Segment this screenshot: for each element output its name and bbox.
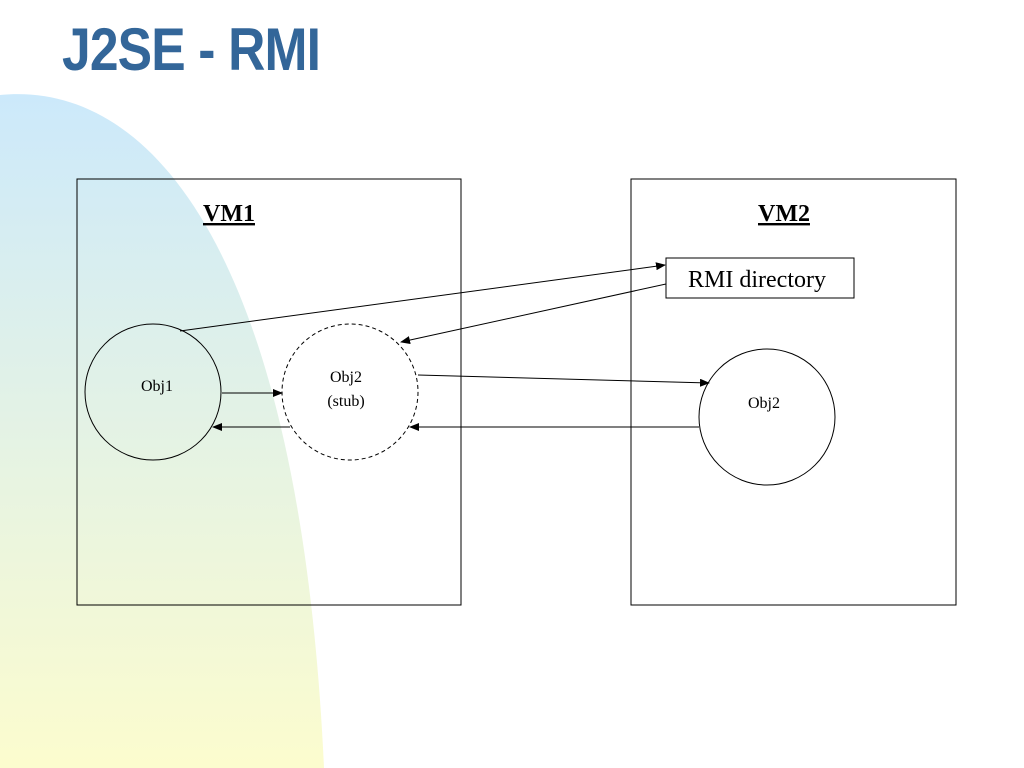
vm1-box (76, 178, 462, 606)
arrow-stub-to-remote-obj2 (417, 374, 710, 387)
obj2-remote-label: Obj2 (748, 395, 780, 412)
obj1-label: Obj1 (141, 378, 173, 395)
slide-title: J2SE - RMI (62, 16, 321, 83)
arrow-directory-to-stub (400, 283, 667, 344)
obj1-circle (84, 323, 222, 461)
vm2-box (630, 178, 957, 606)
vm1-label: VM1 (203, 201, 255, 227)
obj2-stub-label-line2: (stub) (327, 393, 364, 410)
arrow-obj1-to-directory (179, 262, 666, 332)
obj2-remote-circle (698, 348, 836, 486)
vm2-label: VM2 (758, 201, 810, 227)
rmi-directory-label: RMI directory (688, 267, 826, 293)
obj2-stub-circle (281, 323, 419, 461)
obj2-stub-label-line1: Obj2 (330, 369, 362, 386)
rmi-directory-box (665, 257, 855, 299)
